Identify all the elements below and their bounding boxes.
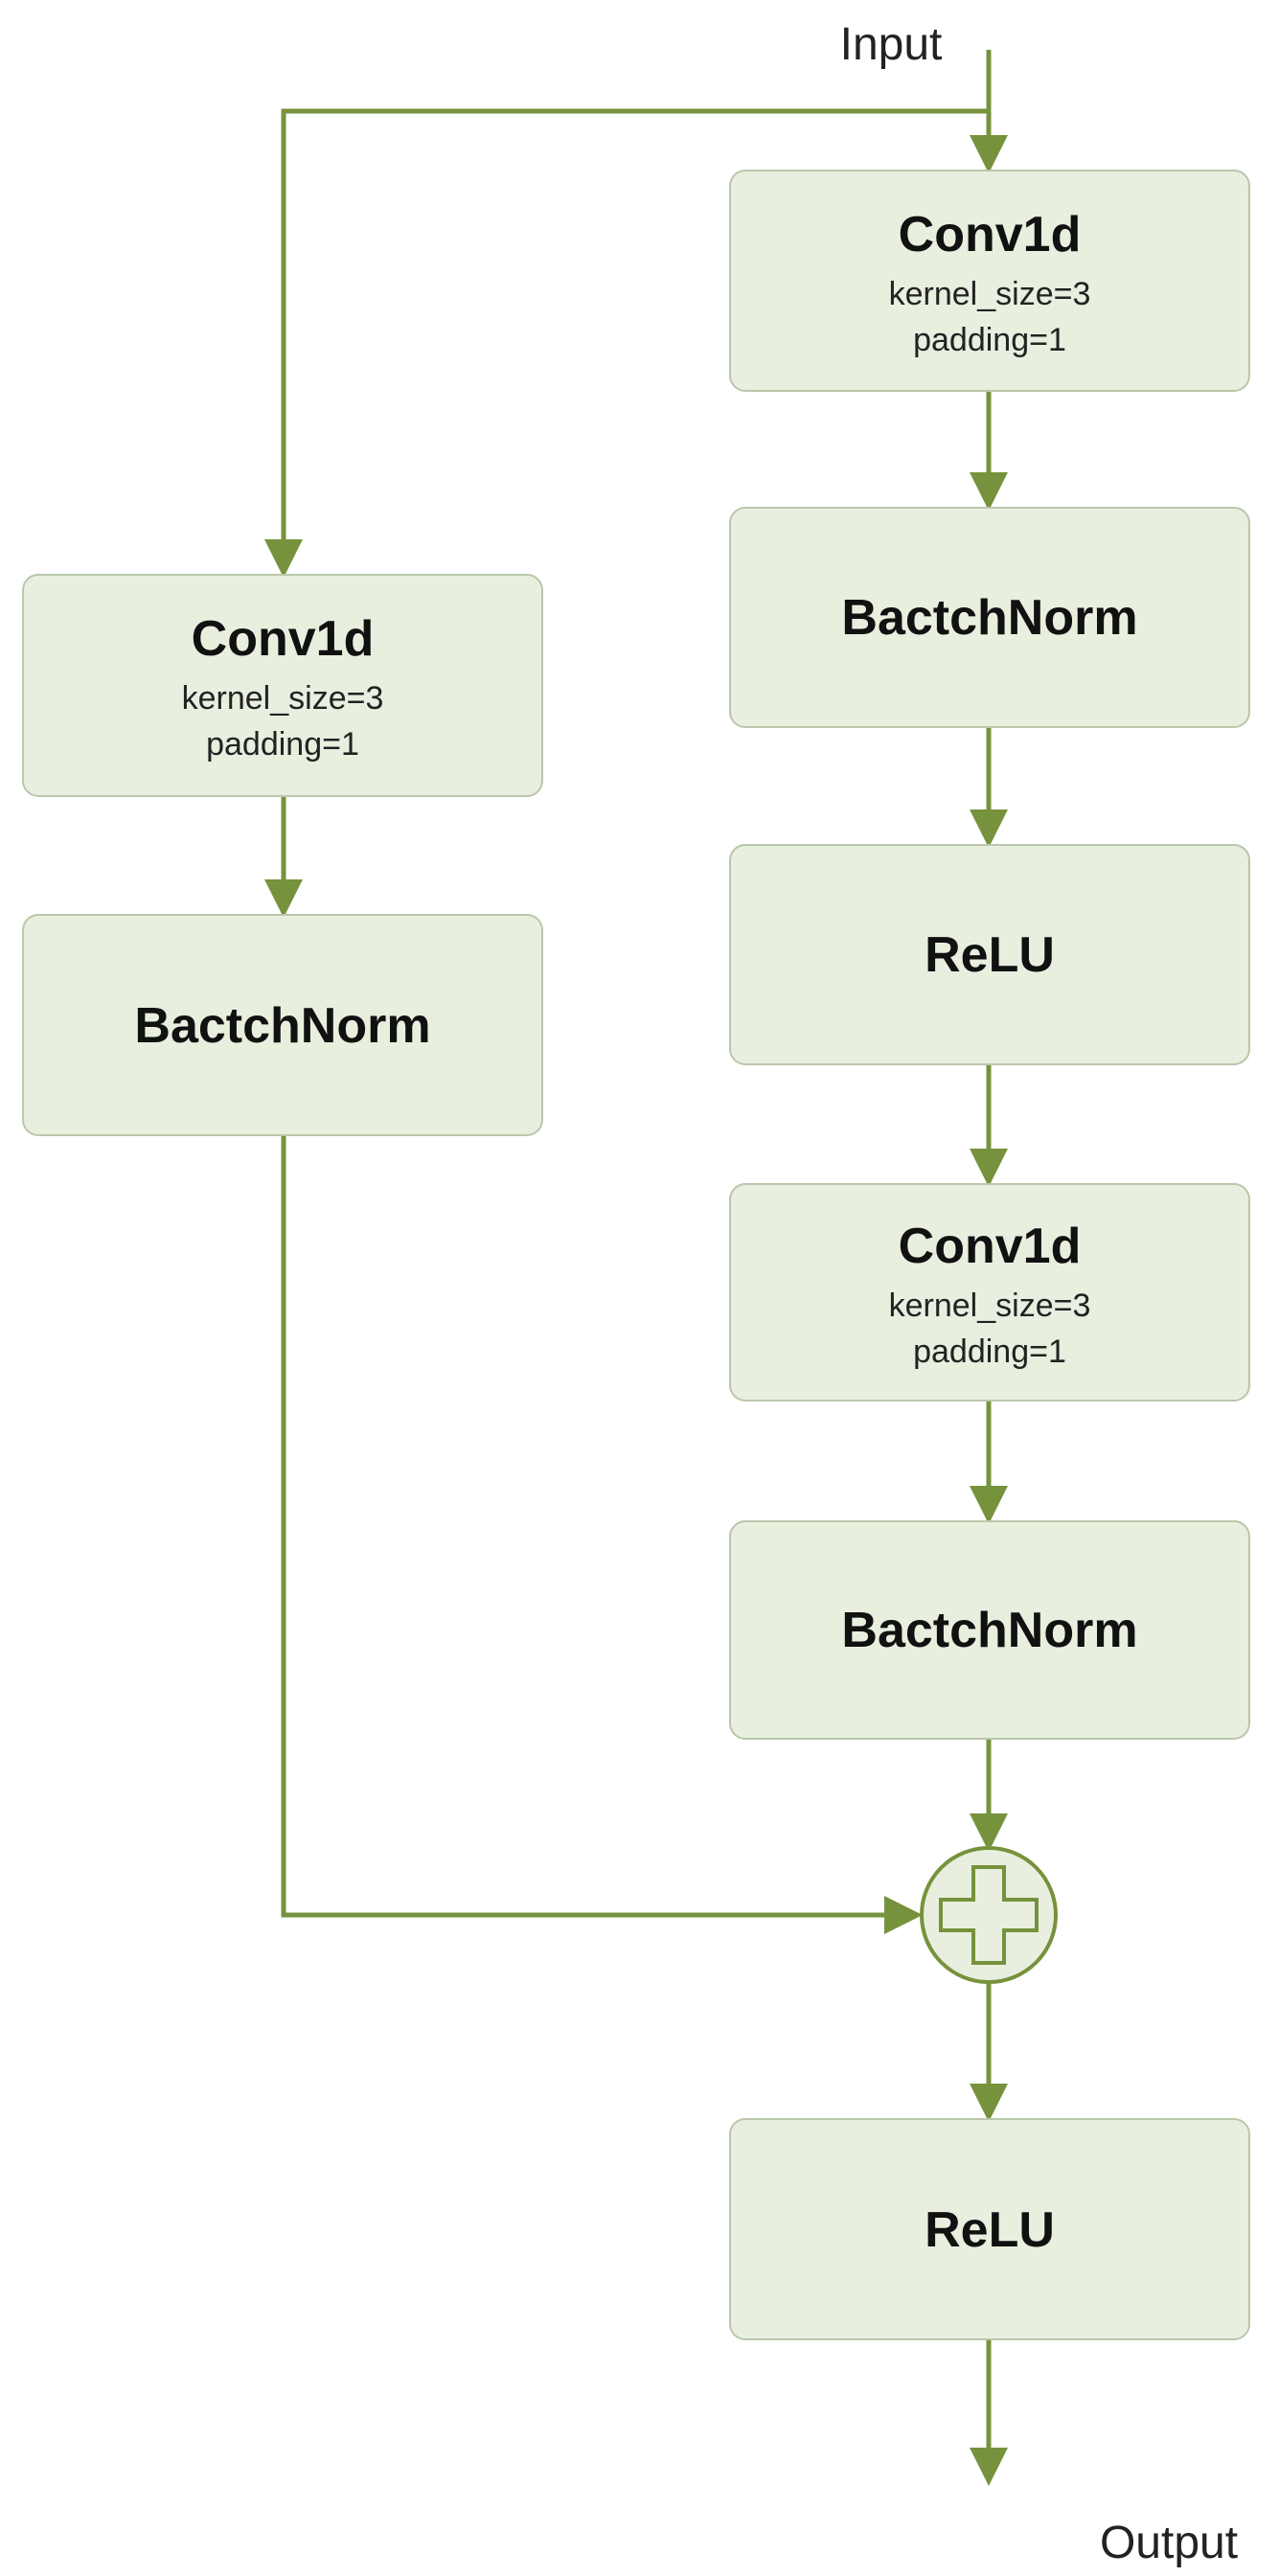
- main-conv2-title: Conv1d: [899, 1219, 1082, 1274]
- main-conv1-kernel: kernel_size=3: [889, 276, 1091, 312]
- shortcut-bn-block: BactchNorm: [22, 914, 543, 1136]
- main-relu1-title: ReLU: [925, 927, 1055, 983]
- shortcut-bn-title: BactchNorm: [134, 998, 430, 1054]
- left-bn-to-sum-arrow: [281, 1135, 923, 1934]
- input-label: Input: [840, 19, 943, 70]
- plus-circle-icon: [920, 1846, 1058, 1984]
- main-conv2-kernel: kernel_size=3: [889, 1288, 1091, 1324]
- output-relu-block: ReLU: [729, 2118, 1250, 2340]
- main-relu1-block: ReLU: [729, 844, 1250, 1065]
- main-conv1-title: Conv1d: [899, 207, 1082, 262]
- shortcut-conv-block: Conv1d kernel_size=3 padding=1: [22, 574, 543, 797]
- shortcut-conv-padding: padding=1: [206, 726, 359, 763]
- output-label: Output: [1100, 2518, 1238, 2568]
- output-relu-title: ReLU: [925, 2202, 1055, 2258]
- main-bn2-title: BactchNorm: [841, 1603, 1137, 1658]
- connectors: [264, 50, 1008, 2486]
- shortcut-conv-title: Conv1d: [192, 611, 375, 667]
- main-bn2-block: BactchNorm: [729, 1520, 1250, 1740]
- main-bn1-title: BactchNorm: [841, 590, 1137, 646]
- main-bn1-block: BactchNorm: [729, 507, 1250, 728]
- main-conv2-block: Conv1d kernel_size=3 padding=1: [729, 1183, 1250, 1402]
- shortcut-to-left-conv-arrow: [264, 108, 989, 578]
- shortcut-conv-kernel: kernel_size=3: [182, 680, 384, 717]
- main-conv1-padding: padding=1: [913, 322, 1066, 358]
- main-conv2-padding: padding=1: [913, 1334, 1066, 1370]
- main-conv1-block: Conv1d kernel_size=3 padding=1: [729, 170, 1250, 392]
